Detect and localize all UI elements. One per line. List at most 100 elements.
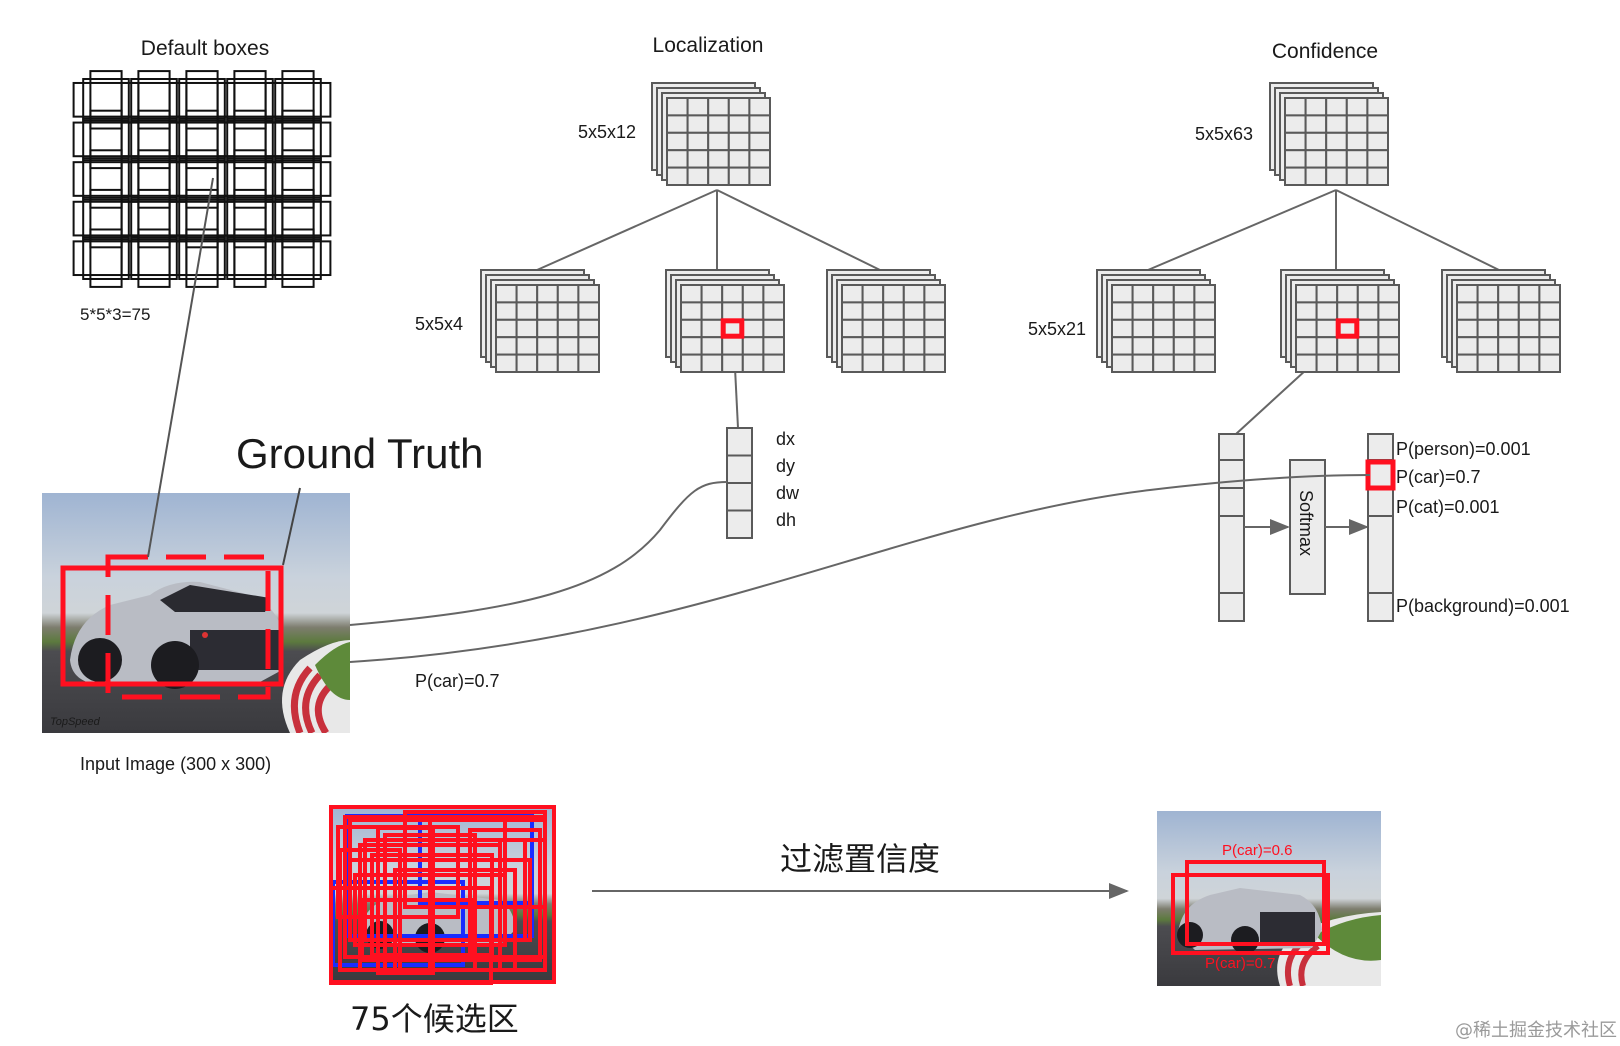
feature-map-cell (495, 336, 518, 356)
localization-root-label: 5x5x12 (578, 122, 636, 142)
confidence-branch-stack-3 (1441, 269, 1562, 374)
watermark: @稀土掘金技术社区 (1455, 1020, 1617, 1041)
feature-map-cell (1345, 166, 1369, 187)
feature-map-cell (923, 336, 947, 356)
confidence-branch-stack-1 (1096, 269, 1217, 374)
class-probability-label: P(cat)=0.001 (1396, 497, 1500, 517)
feature-map-cell (727, 97, 751, 117)
feature-map-cell (1325, 149, 1348, 169)
probability-cell (1367, 515, 1394, 594)
feature-map-cell (1456, 301, 1479, 321)
feature-map-cell (1325, 166, 1348, 187)
feature-map-cell (902, 284, 926, 304)
default-box (130, 236, 178, 280)
grass (315, 642, 350, 700)
feature-map-cell (666, 166, 689, 187)
feature-map-cell (1538, 318, 1562, 339)
raw-score-cell (1218, 433, 1245, 461)
candidate-box-red (376, 826, 435, 975)
default-box (264, 161, 332, 197)
feature-map-cell (1497, 336, 1520, 356)
feature-map-cell (1356, 318, 1380, 339)
feature-map-cell (1111, 301, 1134, 321)
raw-score-cell (1218, 459, 1245, 489)
vector-label-dx: dx (776, 429, 795, 449)
feature-map-cell (841, 318, 864, 339)
feature-map-cell (1304, 114, 1328, 134)
feature-map-cell (686, 114, 710, 134)
default-box (281, 70, 315, 130)
default-box (226, 78, 274, 122)
candidate-box-red (360, 898, 474, 962)
curve-to-offset-vector (349, 481, 728, 626)
feature-map-cell (1356, 336, 1380, 356)
feature-map-cell (577, 353, 601, 374)
feature-map-cell (1193, 284, 1217, 304)
feature-map-cell (1315, 353, 1339, 374)
feature-map-cell (686, 97, 710, 117)
feature-map-cell (861, 318, 885, 339)
conf-connector-right (1335, 189, 1500, 271)
feature-map-cell (577, 284, 601, 304)
feature-map-cell (741, 284, 765, 304)
localization-branch-label: 5x5x4 (415, 314, 463, 334)
result-box-bottom-label: P(car)=0.7 (1205, 955, 1275, 972)
feature-map-cell (748, 131, 772, 152)
feature-map-cell (707, 114, 730, 134)
feature-map-cell (1517, 353, 1541, 374)
default-box (82, 157, 130, 201)
default-boxes-title: Default boxes (141, 37, 269, 60)
feature-map-cell (1476, 301, 1500, 321)
conf-connector-left (1147, 189, 1337, 271)
feature-map-cell (1284, 114, 1307, 134)
candidates-caption: 75个候选区 (350, 1000, 519, 1038)
default-box (274, 117, 322, 162)
loc-connector-left (536, 189, 718, 271)
softmax-label: Softmax (1296, 490, 1316, 556)
feature-map-cell (680, 301, 703, 321)
curve-to-car-probability (349, 474, 1371, 663)
feature-map-cell (1325, 131, 1348, 152)
feature-map-cell (1315, 301, 1339, 321)
default-box (130, 196, 178, 241)
result-car-rear (1260, 912, 1315, 942)
feature-map-cell (1152, 353, 1175, 374)
feature-map-cell (1366, 97, 1390, 117)
feature-map-cell (1172, 284, 1196, 304)
probability-cell (1367, 433, 1394, 461)
candidate-box-red (393, 868, 517, 972)
feature-map-cell (1476, 284, 1500, 304)
feature-map-cell (515, 353, 539, 374)
candidate-box-red (338, 848, 402, 972)
feature-map-cell (1131, 318, 1155, 339)
feature-map-cell (1377, 301, 1401, 321)
feature-map-cell (1111, 353, 1134, 374)
feature-map-cell (1304, 131, 1328, 152)
feature-map-cell (700, 284, 724, 304)
feature-map-cell (707, 131, 730, 152)
feature-map-cell (1345, 149, 1369, 169)
class-probability-label: P(person)=0.001 (1396, 439, 1531, 459)
result-box-bottom (1171, 873, 1330, 955)
ground-truth-label: Ground Truth (236, 430, 483, 477)
feature-map-cell (882, 318, 905, 339)
default-box (274, 157, 322, 201)
feature-map-cell (762, 284, 786, 304)
default-box (178, 157, 226, 201)
feature-map-cell (1172, 318, 1196, 339)
candidate-boxes (329, 805, 556, 985)
result-grass (1315, 915, 1381, 961)
feature-map-cell (1131, 284, 1155, 304)
feature-map-cell (556, 318, 580, 339)
feature-map-cell (1172, 336, 1196, 356)
candidate-box-red (353, 873, 507, 947)
feature-map-cell (1152, 318, 1175, 339)
feature-map-cell (923, 301, 947, 321)
feature-map-cell (727, 149, 751, 169)
feature-map-cell (882, 284, 905, 304)
feature-map-cell (686, 166, 710, 187)
default-box (274, 236, 322, 280)
feature-map-cell (721, 301, 744, 321)
ground-truth-pointer (282, 487, 301, 566)
feature-map-cell (515, 318, 539, 339)
